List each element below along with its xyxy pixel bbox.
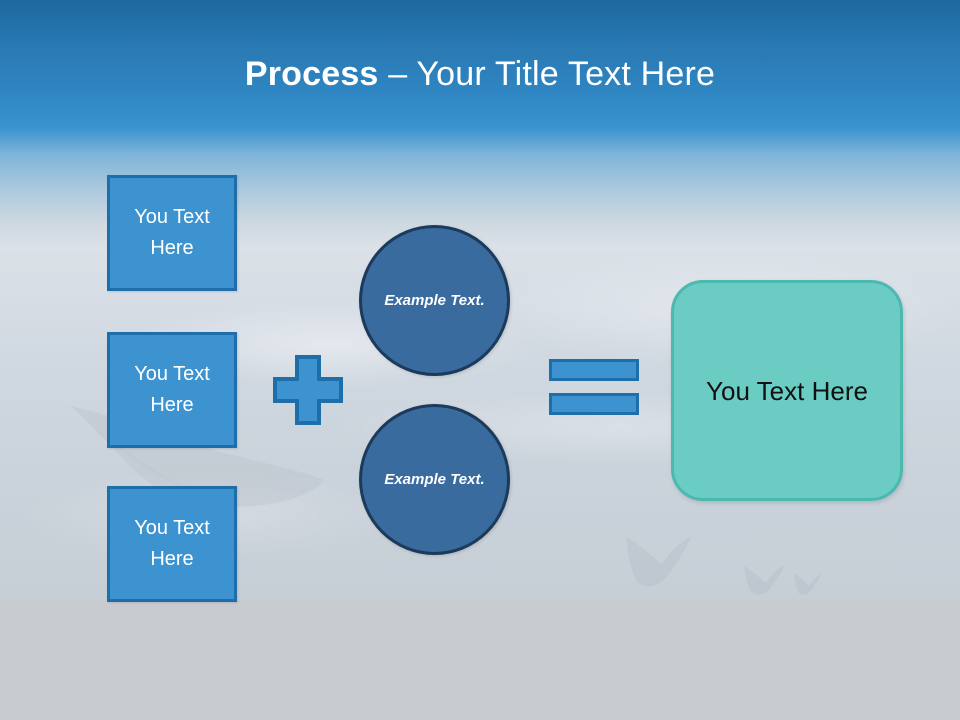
input-box-3[interactable]: You Text Here <box>107 486 237 602</box>
slide-title-rest: Your Title Text Here <box>416 55 716 93</box>
equals-operator-icon <box>549 359 639 419</box>
equals-bar-bottom <box>549 393 639 415</box>
process-circle-1[interactable]: Example Text. <box>359 225 510 376</box>
slide-title: Process – Your Title Text Here <box>0 52 960 96</box>
background-sky <box>0 0 960 130</box>
result-box[interactable]: You Text Here <box>671 280 903 501</box>
process-circle-2[interactable]: Example Text. <box>359 404 510 555</box>
slide-title-dash: – <box>378 55 417 93</box>
plus-operator-icon <box>273 355 343 425</box>
input-box-3-label: You Text Here <box>134 517 210 570</box>
process-circle-1-label: Example Text. <box>384 291 485 309</box>
input-box-2-label: You Text Here <box>134 363 210 416</box>
equals-bar-top <box>549 359 639 381</box>
background-ground <box>0 600 960 720</box>
input-box-2[interactable]: You Text Here <box>107 332 237 448</box>
input-box-1-label: You Text Here <box>134 206 210 259</box>
process-circle-2-label: Example Text. <box>384 470 485 488</box>
result-box-label: You Text Here <box>706 375 868 406</box>
slide-title-bold: Process <box>244 55 379 93</box>
input-box-1[interactable]: You Text Here <box>107 175 237 291</box>
